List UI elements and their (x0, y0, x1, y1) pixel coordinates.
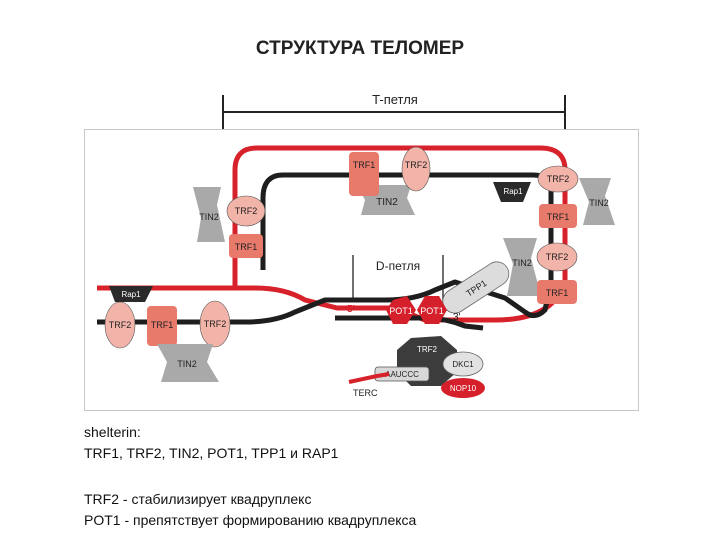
tin2-shape (193, 187, 225, 242)
pot1-hexagon (386, 296, 416, 324)
tin2-label: TIN2 (376, 197, 398, 208)
trf1-label: TRF1 (353, 160, 376, 170)
rap1-label: Rap1 (503, 187, 523, 196)
trf2-ellipse (537, 165, 579, 193)
trf2-label: TRF2 (547, 174, 570, 184)
trf2-ellipse (104, 301, 136, 349)
trf1-box (349, 152, 379, 196)
pot1-label: POT1 (389, 306, 413, 316)
dkc1-label: DKC1 (452, 360, 474, 369)
trf2-label: TRF2 (235, 206, 258, 216)
note-line: POT1 - препятствует формированию квадруп… (84, 512, 417, 528)
trf1-box (229, 234, 263, 258)
trf1-box (539, 204, 577, 228)
rap1-label: Rap1 (121, 290, 141, 299)
trf1-label: TRF1 (151, 320, 174, 330)
telomerase-trf2-label: TRF2 (417, 345, 438, 354)
bracket-line (222, 111, 566, 113)
rap1-shape (493, 182, 531, 202)
tin2-shape (579, 178, 615, 225)
page-title: СТРУКТУРА ТЕЛОМЕР (255, 38, 465, 59)
trf2-label: TRF2 (546, 252, 569, 262)
strand-3-label: 3' (453, 312, 461, 323)
tpp1-group: TPP1 (442, 261, 510, 314)
aauccc-label: AAUCCC (385, 370, 419, 379)
caption-line: TRF1, TRF2, TIN2, POT1, TPP1 и RAP1 (84, 445, 339, 461)
caption-line: shelterin: (84, 424, 141, 440)
aauccc-box (374, 366, 430, 382)
trf2-ellipse (401, 146, 431, 192)
bracket-left-tick (222, 95, 224, 129)
nop10-ellipse (441, 378, 485, 398)
bracket-right-tick (564, 95, 566, 129)
nop10-label: NOP10 (450, 384, 477, 393)
tin2-label: TIN2 (199, 212, 219, 222)
trf2-label: TRF2 (204, 319, 227, 329)
pot1-label: POT1 (420, 306, 444, 316)
d-loop-label: D-петля (376, 259, 420, 273)
telomere-diagram: TIN2 TRF1 TRF2 TIN2 TRF2 TRF1 Rap1 TRF2 … (84, 129, 639, 411)
trf1-label: TRF1 (547, 212, 570, 222)
tin2-shape (503, 238, 541, 296)
terc-rna-strand (348, 372, 390, 384)
trf1-box (147, 306, 177, 346)
trf2-ellipse (226, 195, 266, 227)
t-loop-label: T-петля (372, 92, 418, 107)
shelterin-caption: shelterin: TRF1, TRF2, TIN2, POT1, TPP1 … (84, 422, 338, 464)
strand-5-label: 5' (347, 304, 355, 315)
trf1-box (537, 280, 577, 304)
dna-black-strand (97, 172, 554, 325)
terc-label: TERC (353, 388, 378, 398)
tin2-label: TIN2 (177, 359, 197, 369)
trf2-ellipse (199, 300, 231, 348)
trf2-label: TRF2 (405, 160, 428, 170)
t-loop-bracket (222, 95, 566, 129)
rap1-shape (109, 286, 153, 302)
telomere-diagram-svg: TIN2 TRF1 TRF2 TIN2 TRF2 TRF1 Rap1 TRF2 … (97, 145, 615, 398)
pot1-hexagon (417, 296, 447, 324)
tin2-label: TIN2 (512, 258, 532, 268)
dkc1-ellipse (442, 351, 484, 377)
trf1-label: TRF1 (546, 288, 569, 298)
function-notes: TRF2 - стабилизирует квадруплекс POT1 - … (84, 489, 416, 531)
note-line: TRF2 - стабилизирует квадруплекс (84, 491, 312, 507)
trf2-ellipse (536, 242, 578, 272)
tin2-shape (157, 344, 219, 382)
trf1-label: TRF1 (235, 242, 258, 252)
tin2-label: TIN2 (589, 198, 609, 208)
trf2-label: TRF2 (109, 320, 132, 330)
